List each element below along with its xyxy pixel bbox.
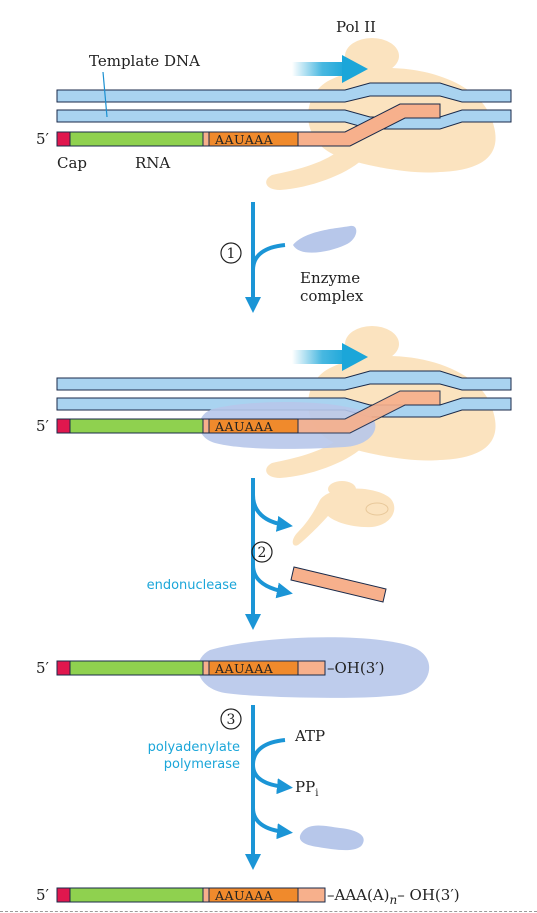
polymerase-label: polymerase xyxy=(164,757,240,772)
five-prime-label-3: 5′ xyxy=(36,659,50,677)
pol2-label: Pol II xyxy=(336,18,376,36)
five-prime-label-4: 5′ xyxy=(36,886,50,904)
panel-3: AAUAAA 5′ –OH(3′) xyxy=(36,637,430,698)
panel-4: AAUAAA 5′ –AAA(A)n– OH(3′) xyxy=(36,886,460,907)
pol2-tail xyxy=(266,150,362,190)
oh3-label: –OH(3′) xyxy=(327,659,385,677)
ppi-label: PPi xyxy=(295,778,318,799)
enzyme-label: Enzyme xyxy=(300,269,360,287)
five-prime-label-2: 5′ xyxy=(36,417,50,435)
atp-label: ATP xyxy=(294,727,325,745)
cleaved-rna-fragment xyxy=(290,566,387,603)
dna-template-strand xyxy=(56,109,512,130)
step-1: 1 Enzyme complex xyxy=(220,202,364,313)
dna-top-strand xyxy=(56,82,512,103)
aauaaa-signal-1: AAUAAA xyxy=(214,132,274,147)
endonuclease-label: endonuclease xyxy=(147,578,237,593)
polyadenylate-label: polyadenylate xyxy=(148,740,240,755)
released-pol2 xyxy=(292,481,395,546)
template-dna-label: Template DNA xyxy=(89,52,200,70)
bottom-divider xyxy=(0,911,537,912)
aauaaa-signal-4: AAUAAA xyxy=(214,888,274,903)
rna-label: RNA xyxy=(135,154,170,172)
aauaaa-signal-3: AAUAAA xyxy=(214,661,274,676)
five-prime-label-1: 5′ xyxy=(36,130,50,148)
enzyme-complex-blob xyxy=(293,225,357,253)
panel-1: Pol II Template DNA AAUAAA 5′ Cap RNA xyxy=(36,18,512,190)
panel-2: AAUAAA 5′ xyxy=(36,326,512,478)
step-1-number: 1 xyxy=(227,246,236,262)
step-3-number: 3 xyxy=(227,712,236,728)
step-2-number: 2 xyxy=(258,545,267,561)
complex-label: complex xyxy=(300,287,364,305)
released-enzyme-blob xyxy=(299,825,364,851)
step-2: 2 endonuclease xyxy=(147,478,395,630)
cap-label: Cap xyxy=(57,154,87,172)
aauaaa-signal-2: AAUAAA xyxy=(214,419,274,434)
polya-tail-label: –AAA(A)n– OH(3′) xyxy=(327,886,460,907)
step-3: 3 polyadenylate polymerase ATP PPi xyxy=(148,705,364,870)
